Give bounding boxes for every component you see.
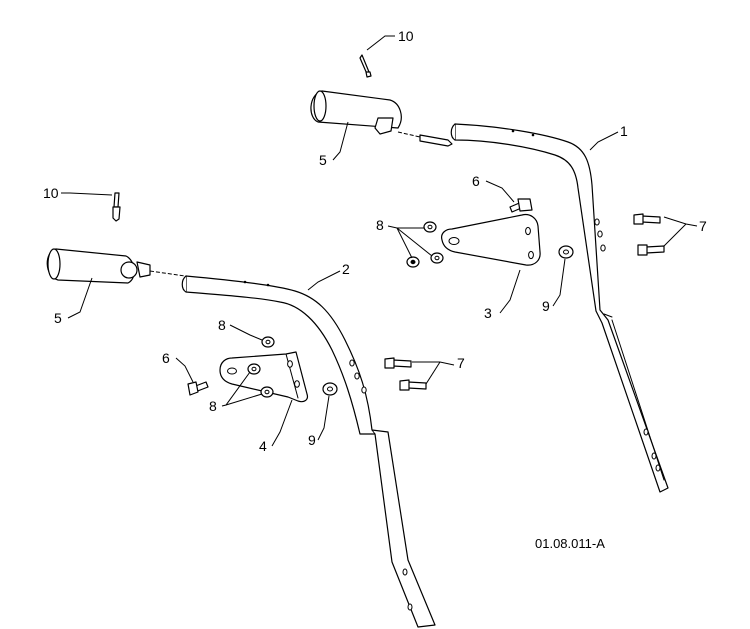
- nut-left-upper: [261, 336, 275, 348]
- grip-top: [310, 90, 453, 147]
- callout-4: 4: [259, 438, 267, 454]
- handle-upper: [450, 123, 669, 493]
- pin-left: [112, 192, 121, 222]
- bolt-right-upper-b: [637, 244, 665, 256]
- callout-10-left: 10: [43, 185, 59, 201]
- bolt-left-lower-b: [399, 379, 427, 391]
- callout-8-left-upper: 8: [218, 317, 226, 333]
- handle-lower: [181, 275, 436, 628]
- washer-left: [322, 382, 338, 396]
- callout-7-lower: 7: [457, 355, 465, 371]
- bracket-left: [219, 351, 309, 403]
- callout-8-top: 8: [376, 217, 384, 233]
- callout-5-top: 5: [319, 152, 327, 168]
- callout-5-left: 5: [54, 310, 62, 326]
- washer-right: [558, 245, 574, 259]
- callout-2: 2: [342, 261, 350, 277]
- callout-8-left-lower: 8: [209, 398, 217, 414]
- bolt-left: [187, 381, 209, 396]
- leader-lines: [61, 35, 698, 447]
- callout-6-top: 6: [472, 173, 480, 189]
- callout-7-right: 7: [699, 218, 707, 234]
- bolt-right-upper-a: [633, 213, 661, 225]
- callout-9-left: 9: [308, 432, 316, 448]
- figure-reference: 01.08.011-A: [535, 536, 605, 551]
- callout-1: 1: [620, 123, 628, 139]
- pin-top: [359, 54, 372, 78]
- nuts-left-lower: [247, 363, 274, 398]
- nuts-top: [406, 221, 444, 268]
- callout-10-top: 10: [398, 28, 414, 44]
- grip-left: [46, 248, 186, 284]
- callout-9-right: 9: [542, 298, 550, 314]
- callout-6-left: 6: [162, 350, 170, 366]
- callout-3: 3: [484, 305, 492, 321]
- bracket-right: [441, 213, 541, 266]
- bolt-top: [509, 198, 533, 213]
- bolt-left-lower-a: [384, 357, 412, 369]
- callout-labels: 1 2 3 4 5 5 6 6 7 7 8 8 8 9 9 10 10: [43, 28, 707, 454]
